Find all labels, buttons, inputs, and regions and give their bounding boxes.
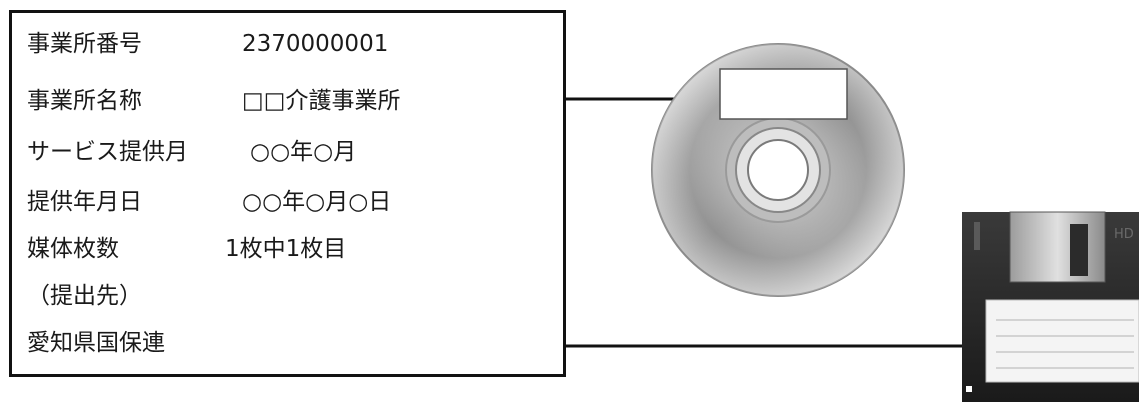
label-key: 事業所名称: [27, 88, 142, 114]
label-value: 2370000001: [242, 31, 389, 57]
cd-disc-icon: [651, 43, 905, 297]
label-value: □□介護事業所: [242, 88, 401, 114]
floppy-label: [985, 299, 1139, 383]
label-value: ○○年○月○日: [242, 189, 392, 215]
label-value: ○○年○月: [250, 139, 357, 165]
media-label-box: [9, 10, 566, 377]
label-key: 媒体枚数: [27, 236, 119, 262]
cd-label-area: [719, 68, 848, 120]
label-key: 事業所番号: [27, 31, 142, 57]
floppy-hd-mark: HD: [1114, 227, 1134, 242]
label-key: （提出先）: [27, 283, 142, 309]
arrow-to-floppy: [566, 339, 1008, 353]
label-key: 提供年月日: [27, 189, 142, 215]
label-value: 1枚中1枚目: [225, 236, 347, 262]
label-key: サービス提供月: [27, 139, 188, 165]
floppy-disk-icon: HD: [962, 211, 1139, 402]
label-key: 愛知県国保連: [27, 330, 165, 356]
